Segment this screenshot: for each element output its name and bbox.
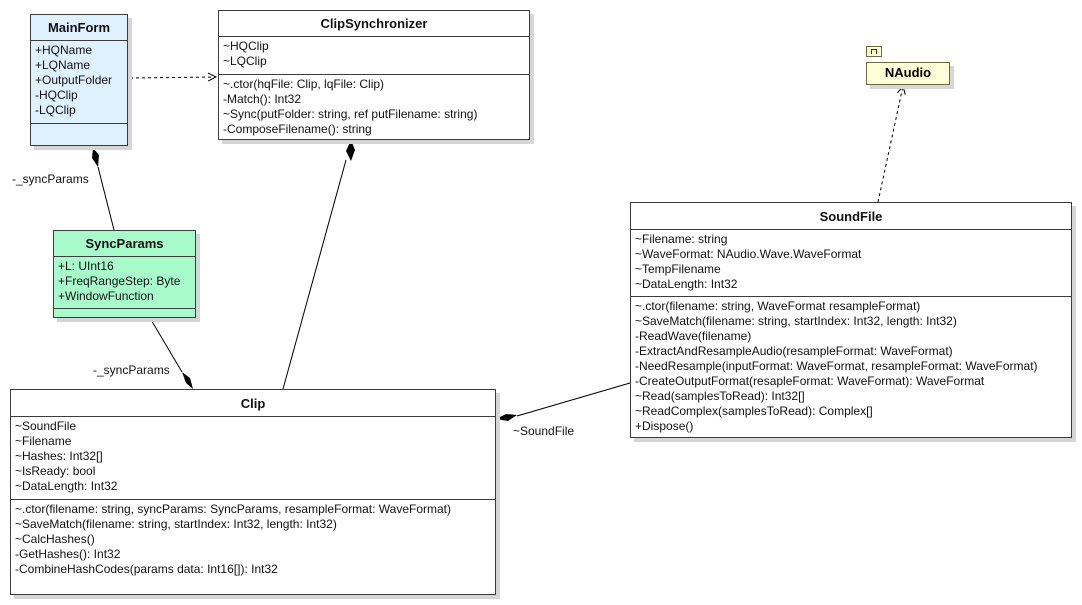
operation: -NeedResample(inputFormat: WaveFormat, r… bbox=[635, 359, 1038, 373]
operation: ~.ctor(filename: string, WaveFormat resa… bbox=[635, 299, 921, 313]
operation: -ExtractAndResampleAudio(resampleFormat:… bbox=[635, 344, 953, 358]
class-soundfile[interactable]: SoundFile ~Filename: string~WaveFormat: … bbox=[630, 202, 1072, 438]
package-naudio[interactable]: NAudio bbox=[866, 62, 950, 85]
attribute: -LQClip bbox=[35, 103, 76, 117]
operation: ~Sync(putFolder: string, ref putFilename… bbox=[223, 107, 478, 121]
class-name: SyncParams bbox=[54, 231, 195, 257]
operation: ~.ctor(filename: string, syncParams: Syn… bbox=[15, 502, 452, 516]
operation-list: ~.ctor(hqFile: Clip, lqFile: Clip)-Match… bbox=[219, 75, 529, 140]
attribute: +LQName bbox=[35, 58, 91, 72]
package-name: NAudio bbox=[884, 65, 932, 80]
operation: ~ReadComplex(samplesToRead): Complex[] bbox=[635, 404, 873, 418]
class-syncparams[interactable]: SyncParams +L: UInt16+FreqRangeStep: Byt… bbox=[53, 230, 196, 318]
attribute: ~DataLength: Int32 bbox=[635, 277, 738, 291]
role-label-clip-syncparams: -_syncParams bbox=[93, 363, 170, 377]
composition-diamond-clip-syncparams bbox=[182, 372, 193, 389]
operation: ~SaveMatch(filename: string, startIndex:… bbox=[15, 517, 337, 531]
operation-list bbox=[31, 124, 127, 129]
class-name: Clip bbox=[11, 390, 495, 417]
operation: -CreateOutputFormat(resapleFormat: WaveF… bbox=[635, 374, 985, 388]
operation: -ReadWave(filename) bbox=[635, 329, 752, 343]
dependency-line-mainform-clipsync bbox=[129, 77, 216, 78]
operation: ~SaveMatch(filename: string, startIndex:… bbox=[635, 314, 957, 328]
attribute-list: ~SoundFile~Filename~Hashes: Int32[]~IsRe… bbox=[11, 417, 495, 500]
role-label-mainform-syncparams: -_syncParams bbox=[12, 172, 89, 186]
attribute-list: +L: UInt16+FreqRangeStep: Byte+WindowFun… bbox=[54, 257, 195, 309]
class-clip[interactable]: Clip ~SoundFile~Filename~Hashes: Int32[]… bbox=[10, 389, 496, 595]
attribute: -HQClip bbox=[35, 88, 78, 102]
operation: ~CalcHashes() bbox=[15, 532, 95, 546]
operation: -Match(): Int32 bbox=[223, 92, 302, 106]
composition-line-mainform-syncparams bbox=[97, 166, 115, 231]
composition-diamond-clip-soundfile bbox=[496, 414, 517, 421]
class-clipsynchronizer[interactable]: ClipSynchronizer ~HQClip~LQClip ~.ctor(h… bbox=[218, 10, 530, 140]
package-icon bbox=[871, 49, 877, 54]
class-name: ClipSynchronizer bbox=[219, 11, 529, 37]
composition-line-syncparams-clip bbox=[149, 317, 183, 373]
composition-diamond-mainform bbox=[92, 148, 99, 167]
operation: ~.ctor(hqFile: Clip, lqFile: Clip) bbox=[223, 77, 385, 91]
composition-line-clip-soundfile bbox=[516, 382, 631, 417]
class-name: MainForm bbox=[31, 15, 127, 41]
operation: +Dispose() bbox=[635, 419, 694, 433]
attribute-list: ~HQClip~LQClip bbox=[219, 37, 529, 75]
operation: -GetHashes(): Int32 bbox=[15, 547, 121, 561]
role-label-clip-soundfile: ~SoundFile bbox=[513, 424, 575, 438]
attribute: ~Hashes: Int32[] bbox=[15, 449, 103, 463]
dependency-line-soundfile-naudio bbox=[877, 86, 903, 203]
attribute: +WindowFunction bbox=[58, 289, 154, 303]
attribute: ~LQClip bbox=[223, 54, 267, 68]
package-tab bbox=[866, 46, 882, 57]
attribute-list: +HQName+LQName+OutputFolder-HQClip-LQCli… bbox=[31, 41, 127, 124]
attribute: ~IsReady: bool bbox=[15, 464, 96, 478]
attribute: +OutputFolder bbox=[35, 73, 113, 87]
attribute-list: ~Filename: string~WaveFormat: NAudio.Wav… bbox=[631, 230, 1071, 297]
operation: -ComposeFilename(): string bbox=[223, 122, 372, 136]
attribute: +FreqRangeStep: Byte bbox=[58, 274, 181, 288]
operation-list: ~.ctor(filename: string, WaveFormat resa… bbox=[631, 297, 1071, 437]
class-name: SoundFile bbox=[631, 203, 1071, 230]
attribute: ~SoundFile bbox=[15, 419, 77, 433]
attribute: ~DataLength: Int32 bbox=[15, 479, 118, 493]
attribute: ~WaveFormat: NAudio.Wave.WaveFormat bbox=[635, 247, 862, 261]
attribute: ~HQClip bbox=[223, 39, 269, 53]
attribute: ~Filename: string bbox=[635, 232, 728, 246]
operation-list: ~.ctor(filename: string, syncParams: Syn… bbox=[11, 500, 495, 580]
operation: ~Read(samplesToRead): Int32[] bbox=[635, 389, 805, 403]
attribute: +HQName bbox=[35, 43, 93, 57]
composition-line-clipsync-clip bbox=[282, 159, 347, 390]
attribute: ~TempFilename bbox=[635, 262, 721, 276]
attribute: +L: UInt16 bbox=[58, 259, 114, 273]
composition-diamond-clipsynchronizer bbox=[346, 140, 355, 161]
operation: -CombineHashCodes(params data: Int16[]):… bbox=[15, 562, 278, 576]
operation-list bbox=[54, 309, 195, 314]
class-mainform[interactable]: MainForm +HQName+LQName+OutputFolder-HQC… bbox=[30, 14, 128, 146]
attribute: ~Filename bbox=[15, 434, 72, 448]
